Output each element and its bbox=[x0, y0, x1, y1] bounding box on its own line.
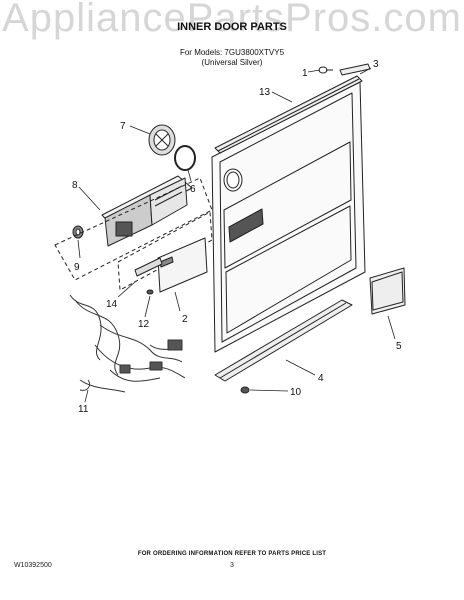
callout-11: 11 bbox=[78, 404, 89, 415]
wire-harness bbox=[69, 294, 186, 393]
page-title: INNER DOOR PARTS bbox=[177, 21, 287, 33]
callout-14: 14 bbox=[106, 299, 118, 310]
door-top-strip bbox=[339, 63, 371, 76]
callout-6: 6 bbox=[190, 184, 196, 195]
module-outline bbox=[117, 211, 213, 291]
callout-3: 3 bbox=[373, 59, 379, 70]
bottom-door-trim bbox=[214, 299, 353, 382]
leader-lines bbox=[77, 67, 396, 403]
top-door-trim bbox=[214, 75, 363, 154]
callout-13: 13 bbox=[259, 87, 271, 98]
screw-part-1 bbox=[318, 66, 333, 74]
model-line: For Models: 7GU3800XTVY5 bbox=[179, 48, 285, 57]
watermark: AppliancePartsPros.com bbox=[2, 0, 462, 40]
bracket-part-14 bbox=[134, 257, 163, 277]
ordering-note: FOR ORDERING INFORMATION REFER TO PARTS … bbox=[137, 551, 327, 557]
dispenser-outline bbox=[54, 177, 213, 281]
side-cover-part-5 bbox=[369, 267, 406, 315]
vent-gasket bbox=[174, 145, 196, 171]
model-info: For Models: 7GU3800XTVY5 (Universal Silv… bbox=[0, 48, 464, 68]
callout-5: 5 bbox=[396, 341, 402, 352]
control-module bbox=[157, 237, 208, 293]
inner-door-panel bbox=[211, 81, 366, 353]
callout-4: 4 bbox=[318, 373, 324, 384]
callout-2: 2 bbox=[182, 314, 188, 325]
callout-7: 7 bbox=[120, 121, 126, 132]
callout-12: 12 bbox=[138, 319, 150, 330]
callout-1: 1 bbox=[302, 68, 308, 79]
page-number: 3 bbox=[230, 562, 234, 569]
model-color-line: (Universal Silver) bbox=[201, 58, 263, 67]
callout-8: 8 bbox=[72, 180, 78, 191]
callout-9: 9 bbox=[74, 262, 80, 273]
dispenser-assembly bbox=[101, 175, 193, 247]
callout-labels: 1 2 3 4 5 6 7 8 9 10 11 12 13 14 bbox=[72, 59, 402, 415]
screw-part-12 bbox=[146, 289, 154, 295]
document-number: W10392500 bbox=[14, 562, 52, 569]
vent-part-7 bbox=[148, 124, 176, 156]
screw-part-10 bbox=[240, 386, 250, 394]
callout-10: 10 bbox=[290, 387, 302, 398]
